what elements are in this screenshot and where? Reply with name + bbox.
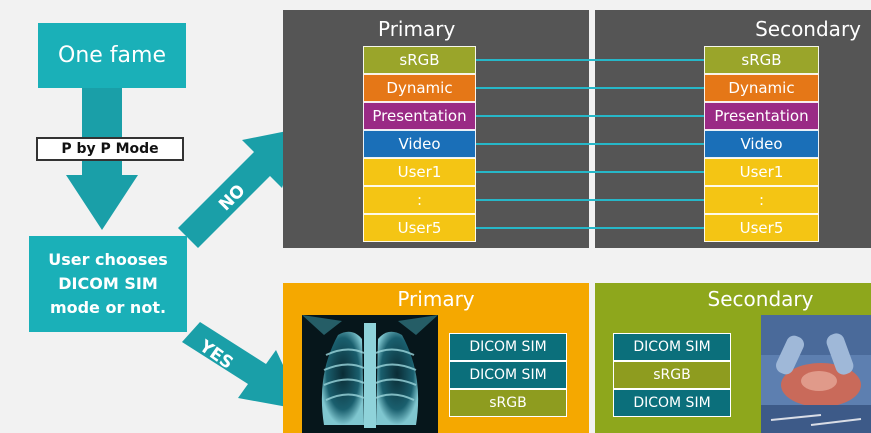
mode-connector [476, 199, 704, 201]
mode-connector [476, 59, 704, 61]
one-frame-box: One fame [38, 23, 186, 88]
one-frame-label: One fame [58, 43, 166, 68]
top-primary-title: Primary [378, 17, 456, 41]
bottom-primary-mode: DICOM SIM [449, 333, 567, 361]
top-secondary-title: Secondary [755, 17, 861, 41]
mode-connector [476, 143, 704, 145]
bottom-primary-title: Primary [397, 287, 475, 311]
no-arrow [178, 128, 302, 248]
bottom-secondary-mode: DICOM SIM [613, 389, 731, 417]
top-secondary-mode: Dynamic [704, 74, 819, 102]
bottom-secondary-title: Secondary [707, 287, 814, 311]
pbyp-mode-box: P by P Mode [36, 137, 184, 161]
mode-connector [476, 227, 704, 229]
top-primary-mode: Dynamic [363, 74, 476, 102]
bottom-secondary-panel: Secondary DICOM SIM sRGB DICOM SIM [595, 283, 871, 433]
top-primary-mode: : [363, 186, 476, 214]
top-secondary-mode: Video [704, 130, 819, 158]
user-choice-label: User chooses DICOM SIM mode or not. [48, 250, 168, 317]
top-secondary-mode: User5 [704, 214, 819, 242]
pbyp-mode-label: P by P Mode [61, 141, 159, 157]
bottom-secondary-mode: DICOM SIM [613, 333, 731, 361]
top-secondary-mode: Presentation [704, 102, 819, 130]
top-primary-mode: User1 [363, 158, 476, 186]
top-secondary-mode: : [704, 186, 819, 214]
yes-arrow [182, 322, 304, 410]
xray-image [302, 315, 438, 433]
top-primary-mode: sRGB [363, 46, 476, 74]
top-secondary-mode: User1 [704, 158, 819, 186]
mode-connector [476, 171, 704, 173]
bottom-primary-panel: Primary DICOM SIM DICOM SIM sRGB [283, 283, 589, 433]
bottom-primary-mode: DICOM SIM [449, 361, 567, 389]
mode-connector [476, 87, 704, 89]
bottom-secondary-mode: sRGB [613, 361, 731, 389]
top-primary-mode: User5 [363, 214, 476, 242]
mode-connector [476, 115, 704, 117]
bottom-primary-mode: sRGB [449, 389, 567, 417]
top-primary-mode: Video [363, 130, 476, 158]
top-primary-mode: Presentation [363, 102, 476, 130]
top-secondary-mode: sRGB [704, 46, 819, 74]
surgery-image [761, 315, 871, 433]
user-choice-box: User chooses DICOM SIM mode or not. [29, 236, 187, 332]
